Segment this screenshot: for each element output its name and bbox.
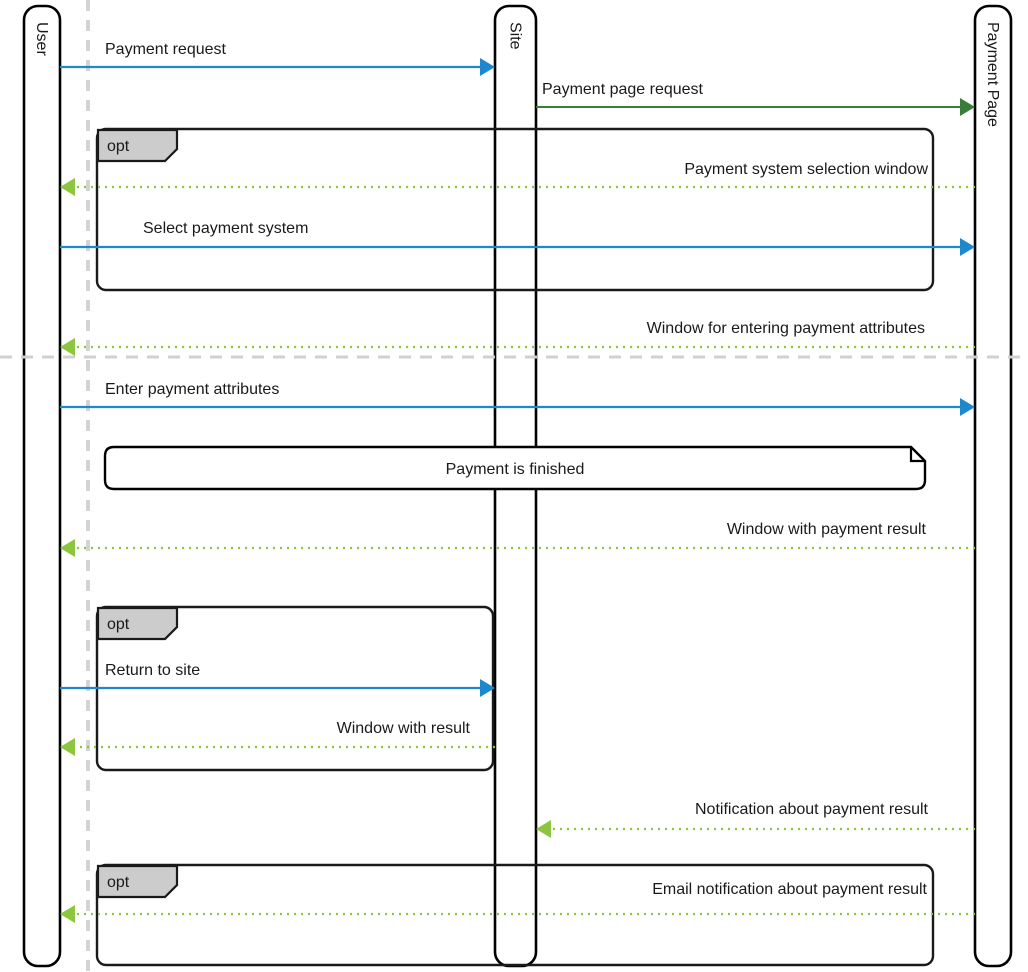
- fragment-operator-label-opt-2: opt: [107, 616, 130, 633]
- message-msg-payment-request[interactable]: Payment request: [60, 41, 495, 76]
- message-msg-enter-payment-attributes[interactable]: Enter payment attributes: [60, 381, 975, 416]
- lifeline-box-user: [22, 4, 62, 968]
- fragment-tab-opt-1: [96, 128, 179, 163]
- fragment-tab-opt-3: [96, 864, 179, 899]
- message-msg-window-with-result[interactable]: Window with result: [60, 720, 495, 756]
- message-arrowhead-msg-payment-page-request: [960, 98, 975, 116]
- message-label-msg-notification-payment-result: Notification about payment result: [695, 801, 929, 818]
- lifeline-label-user: User: [33, 22, 50, 56]
- note-body-note-payment-finished: [103, 445, 927, 491]
- message-msg-window-payment-result[interactable]: Window with payment result: [60, 521, 975, 557]
- fragment-operator-label-opt-3: opt: [107, 874, 130, 891]
- message-label-msg-payment-system-selection-window: Payment system selection window: [684, 161, 928, 178]
- fragment-opt-1[interactable]: opt: [95, 127, 935, 292]
- message-label-msg-payment-page-request: Payment page request: [542, 81, 704, 98]
- message-msg-payment-page-request[interactable]: Payment page request: [536, 81, 975, 116]
- fragments-group: opt opt opt: [95, 127, 935, 967]
- message-label-msg-payment-request: Payment request: [105, 41, 227, 58]
- message-arrowhead-msg-enter-payment-attributes: [960, 398, 975, 416]
- message-arrowhead-msg-window-with-result: [60, 738, 75, 756]
- message-arrowhead-msg-window-entering-payment-attributes: [60, 338, 75, 356]
- lifeline-label-payment_page: Payment Page: [984, 22, 1001, 127]
- message-label-msg-select-payment-system: Select payment system: [143, 220, 308, 237]
- message-arrowhead-msg-email-notification-payment-result: [60, 905, 75, 923]
- fragment-operator-label-opt-1: opt: [107, 138, 130, 155]
- message-label-msg-window-entering-payment-attributes: Window for entering payment attributes: [647, 320, 925, 337]
- message-arrowhead-msg-select-payment-system: [960, 238, 975, 256]
- fragment-tab-opt-2: [96, 606, 179, 641]
- notes-group: Payment is finished: [103, 445, 927, 491]
- note-note-payment-finished[interactable]: Payment is finished: [103, 445, 927, 491]
- message-msg-notification-payment-result[interactable]: Notification about payment result: [536, 801, 975, 838]
- message-label-msg-enter-payment-attributes: Enter payment attributes: [105, 381, 279, 398]
- message-msg-select-payment-system[interactable]: Select payment system: [60, 220, 975, 256]
- note-text-note-payment-finished: Payment is finished: [446, 461, 585, 478]
- message-msg-window-entering-payment-attributes[interactable]: Window for entering payment attributes: [60, 320, 975, 356]
- fragment-border-opt-1: [95, 127, 935, 292]
- message-msg-payment-system-selection-window[interactable]: Payment system selection window: [60, 161, 975, 196]
- note-fold-corner-note-payment-finished: [909, 447, 925, 463]
- message-label-msg-email-notification-payment-result: Email notification about payment result: [652, 881, 927, 898]
- message-arrowhead-msg-notification-payment-result: [536, 820, 551, 838]
- message-msg-email-notification-payment-result[interactable]: Email notification about payment result: [60, 881, 975, 923]
- lifeline-payment_page[interactable]: Payment Page: [973, 4, 1013, 968]
- message-label-msg-return-to-site: Return to site: [105, 662, 200, 679]
- message-arrowhead-msg-payment-request: [480, 58, 495, 76]
- lifeline-label-site: Site: [507, 22, 524, 50]
- message-msg-return-to-site[interactable]: Return to site: [60, 662, 495, 697]
- message-label-msg-window-with-result: Window with result: [337, 720, 471, 737]
- lifeline-user[interactable]: User: [22, 4, 62, 968]
- message-arrowhead-msg-window-payment-result: [60, 539, 75, 557]
- message-label-msg-window-payment-result: Window with payment result: [727, 521, 927, 538]
- message-arrowhead-msg-return-to-site: [480, 679, 495, 697]
- message-arrowhead-msg-payment-system-selection-window: [60, 178, 75, 196]
- lifeline-box-payment_page: [973, 4, 1013, 968]
